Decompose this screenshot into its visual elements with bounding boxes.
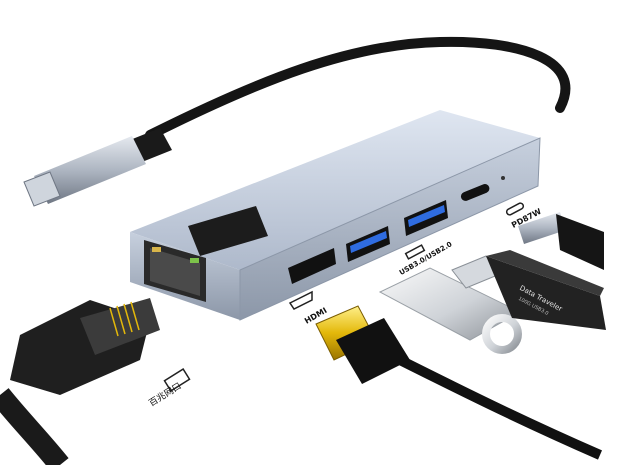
ethernet-icon bbox=[163, 368, 191, 392]
usb-c-icon bbox=[505, 202, 525, 216]
hdmi-icon bbox=[288, 290, 313, 310]
usb-c-cable bbox=[145, 36, 571, 140]
usb-a-port-2 bbox=[404, 200, 448, 236]
usb-a-port-1 bbox=[346, 226, 390, 262]
ethernet-plug bbox=[0, 298, 160, 465]
hdmi-port bbox=[288, 248, 336, 284]
rj45-port bbox=[144, 240, 206, 302]
usb-c-port bbox=[460, 184, 490, 201]
usb-c-cable-right bbox=[518, 212, 604, 270]
black-flash-drive bbox=[451, 250, 606, 330]
usb-c-plug bbox=[23, 128, 172, 207]
hdmi-plug bbox=[315, 305, 603, 460]
usb-icon bbox=[404, 244, 426, 260]
